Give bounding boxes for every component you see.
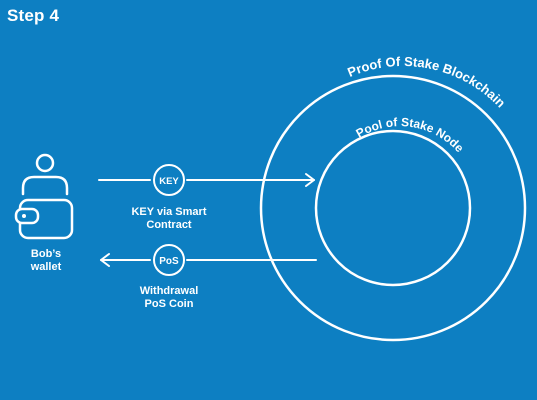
pos-arrow <box>100 253 317 267</box>
person-icon <box>21 153 69 196</box>
key-caption-line2: Contract <box>146 219 192 231</box>
inner-ring-label: Pool of Stake Node <box>354 115 467 155</box>
step-title: Step 4 <box>7 6 60 25</box>
pos-caption-line2: PoS Coin <box>145 298 194 310</box>
outer-ring <box>259 74 527 342</box>
pos-badge-label: PoS <box>159 256 179 267</box>
outer-ring-label: Proof Of Stake Blockchain <box>345 54 508 111</box>
key-badge-label: KEY <box>159 176 179 187</box>
pos-caption-line1: Withdrawal <box>140 285 199 297</box>
key-badge <box>153 164 185 196</box>
key-arrow <box>98 173 315 187</box>
key-caption-line1: KEY via Smart <box>131 206 206 218</box>
inner-ring <box>314 129 472 287</box>
wallet-label-line1: Bob’s <box>31 248 61 260</box>
wallet-icon <box>14 198 74 240</box>
pos-badge <box>153 244 185 276</box>
wallet-label-line2: wallet <box>30 261 62 273</box>
